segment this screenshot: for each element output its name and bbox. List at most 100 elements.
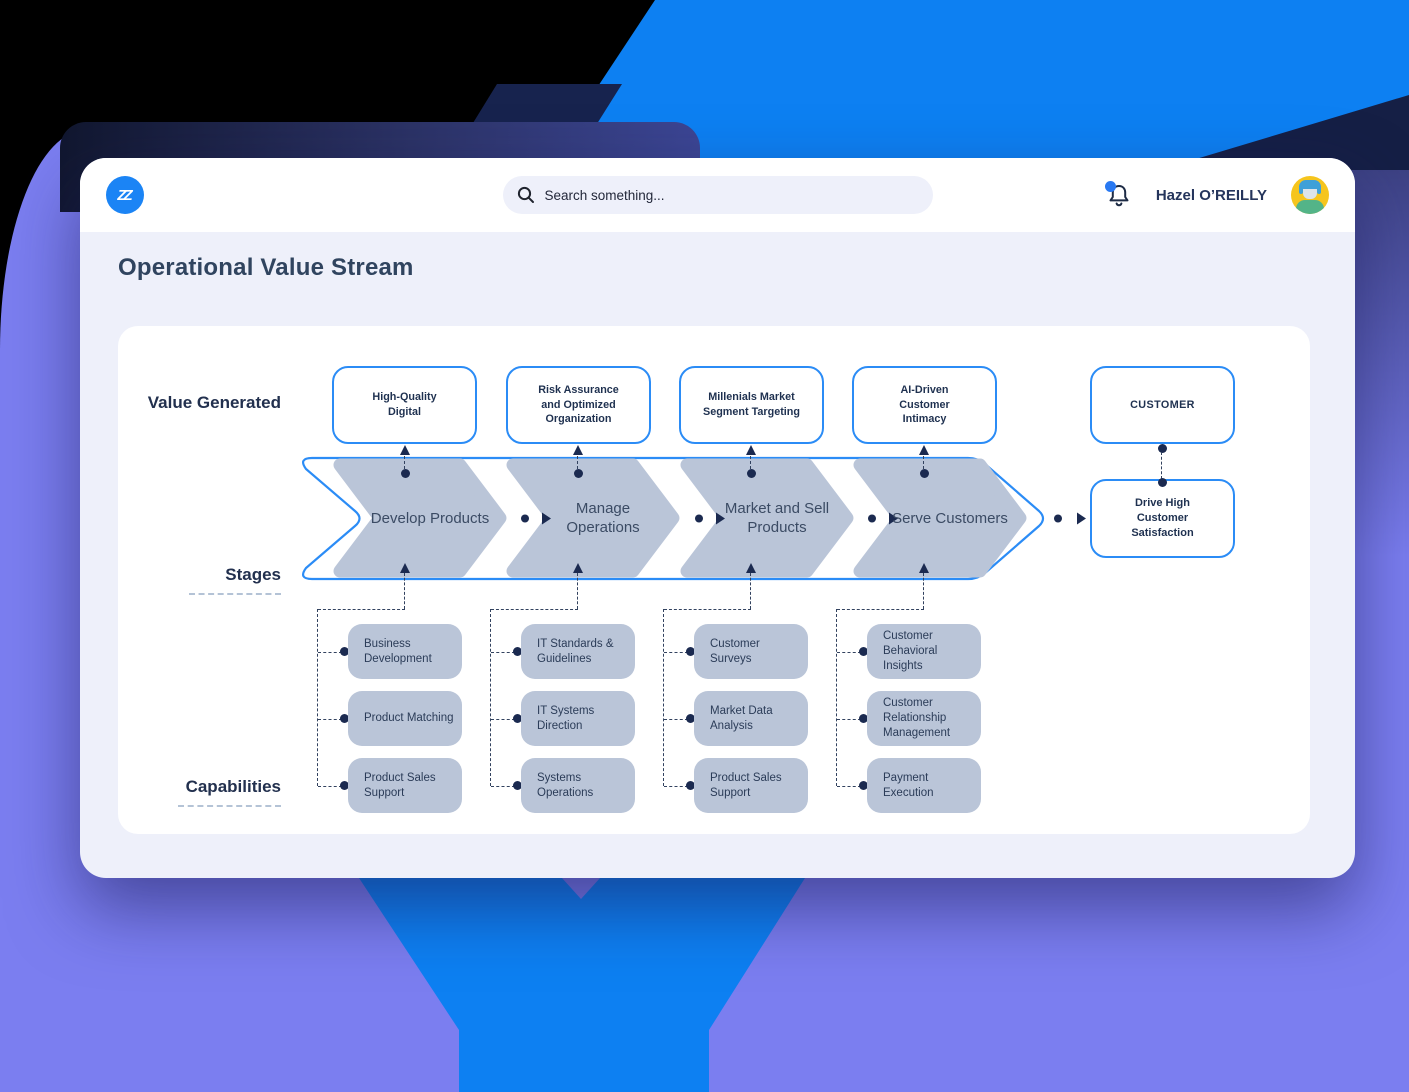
notifications-bell-icon[interactable]: [1104, 180, 1132, 209]
arrow-up-icon: [399, 563, 410, 573]
connector-dot: [685, 647, 695, 656]
stages-band: [302, 456, 1086, 581]
main-content: Operational Value Stream Value Generated…: [80, 232, 1355, 834]
bracket-line: [837, 651, 861, 653]
value-stream-diagram: Value Generated Stages Capabilities High…: [118, 326, 1310, 834]
connector-line: [577, 573, 578, 609]
stage-chevron-serve-customers[interactable]: [853, 458, 1027, 578]
app-logo-text: ZZ: [117, 186, 132, 204]
bracket-line: [491, 785, 515, 787]
user-avatar[interactable]: [1291, 176, 1329, 214]
top-bar: ZZ Search something... Hazel O’REILLY: [80, 158, 1355, 232]
bracket-line: [318, 718, 342, 720]
capability-it-standards[interactable]: IT Standards & Guidelines: [521, 624, 635, 679]
customer-box[interactable]: CUSTOMER: [1090, 366, 1235, 444]
connector-dot: [512, 781, 522, 790]
stage-label-develop-products[interactable]: Develop Products: [370, 509, 490, 527]
bracket-line: [836, 609, 837, 786]
avatar-body: [1296, 200, 1324, 214]
bracket-line: [837, 609, 924, 610]
label-stages: Stages: [225, 565, 281, 584]
stage-chevron-manage-operations[interactable]: [506, 458, 680, 578]
separator-arrow-icon: [889, 512, 898, 525]
arrow-up-icon: [918, 445, 929, 455]
connector-dot: [1157, 477, 1167, 487]
capability-payment-execution[interactable]: Payment Execution: [867, 758, 981, 813]
bracket-line: [490, 609, 491, 786]
label-stages-underline: [189, 593, 281, 595]
connector-line: [750, 573, 751, 609]
connector-dot: [339, 647, 349, 656]
capability-systems-operations[interactable]: Systems Operations: [521, 758, 635, 813]
bracket-line: [664, 651, 688, 653]
connector-line: [750, 456, 751, 469]
stage-chevron-market-and-sell[interactable]: [680, 458, 854, 578]
arrow-up-icon: [572, 563, 583, 573]
bracket-line: [491, 718, 515, 720]
search-input[interactable]: Search something...: [502, 176, 933, 214]
arrow-up-icon: [745, 445, 756, 455]
capability-customer-behavioral-insights[interactable]: Customer Behavioral Insights: [867, 624, 981, 679]
separator-dot: [695, 514, 703, 523]
stage-chevron-develop-products[interactable]: [333, 458, 507, 578]
bracket-line: [491, 609, 578, 610]
arrow-up-icon: [572, 445, 583, 455]
bracket-line: [318, 609, 405, 610]
capability-it-systems-direction[interactable]: IT Systems Direction: [521, 691, 635, 746]
capability-product-sales-support-2[interactable]: Product Sales Support: [694, 758, 808, 813]
stage-label-market-and-sell[interactable]: Market and Sell Products: [724, 500, 830, 536]
notification-dot: [1104, 180, 1116, 192]
label-capabilities-underline: [178, 805, 281, 807]
label-capabilities: Capabilities: [185, 777, 281, 796]
capability-product-sales-support-1[interactable]: Product Sales Support: [348, 758, 462, 813]
capability-market-data-analysis[interactable]: Market Data Analysis: [694, 691, 808, 746]
connector-dot: [573, 469, 583, 478]
value-box-risk-assurance[interactable]: Risk Assurance and Optimized Organizatio…: [506, 366, 651, 444]
arrow-up-icon: [745, 563, 756, 573]
connector-dot: [1157, 443, 1167, 453]
connector-line: [404, 456, 405, 469]
user-name: Hazel O’REILLY: [1155, 186, 1267, 204]
connector-dot: [685, 714, 695, 723]
connector-dot: [400, 469, 410, 478]
separator-dot: [521, 514, 529, 523]
bracket-line: [664, 609, 751, 610]
app-logo[interactable]: ZZ: [106, 176, 144, 214]
bracket-line: [664, 718, 688, 720]
bracket-line: [318, 651, 342, 653]
value-box-ai-driven[interactable]: AI-Driven Customer Intimacy: [852, 366, 997, 444]
bracket-line: [318, 785, 342, 787]
top-bar-right: Hazel O’REILLY: [1104, 176, 1329, 214]
avatar-hair: [1299, 180, 1321, 194]
connector-dot: [858, 781, 868, 790]
outcome-box-drive-satisfaction[interactable]: Drive High Customer Satisfaction: [1090, 479, 1235, 558]
bracket-line: [837, 718, 861, 720]
capability-business-development[interactable]: Business Development: [348, 624, 462, 679]
connector-dot: [746, 469, 756, 478]
connector-line: [923, 573, 924, 609]
value-box-high-quality-digital[interactable]: High-Quality Digital: [332, 366, 477, 444]
separator-arrow-icon: [542, 512, 551, 525]
background-purple-right: [1348, 170, 1409, 1090]
connector-dot: [339, 714, 349, 723]
separator-arrow-icon: [1077, 512, 1086, 525]
separator-arrow-icon: [716, 512, 725, 525]
value-box-millenials-market[interactable]: Millenials Market Segment Targeting: [679, 366, 824, 444]
connector-dot: [858, 647, 868, 656]
stage-label-manage-operations[interactable]: Manage Operations: [566, 500, 640, 536]
connector-dot: [685, 781, 695, 790]
capability-product-matching[interactable]: Product Matching: [348, 691, 462, 746]
arrow-up-icon: [918, 563, 929, 573]
connector-dot: [512, 714, 522, 723]
stage-label-serve-customers[interactable]: Serve Customers: [892, 509, 1008, 527]
connector-line: [923, 456, 924, 469]
bracket-line: [663, 609, 664, 786]
bracket-line: [664, 785, 688, 787]
connector-dot: [919, 469, 929, 478]
connector-line: [1161, 452, 1162, 479]
search-icon: [517, 186, 534, 203]
connector-dot: [858, 714, 868, 723]
capability-customer-surveys[interactable]: Customer Surveys: [694, 624, 808, 679]
capability-customer-relationship-management[interactable]: Customer Relationship Management: [867, 691, 981, 746]
